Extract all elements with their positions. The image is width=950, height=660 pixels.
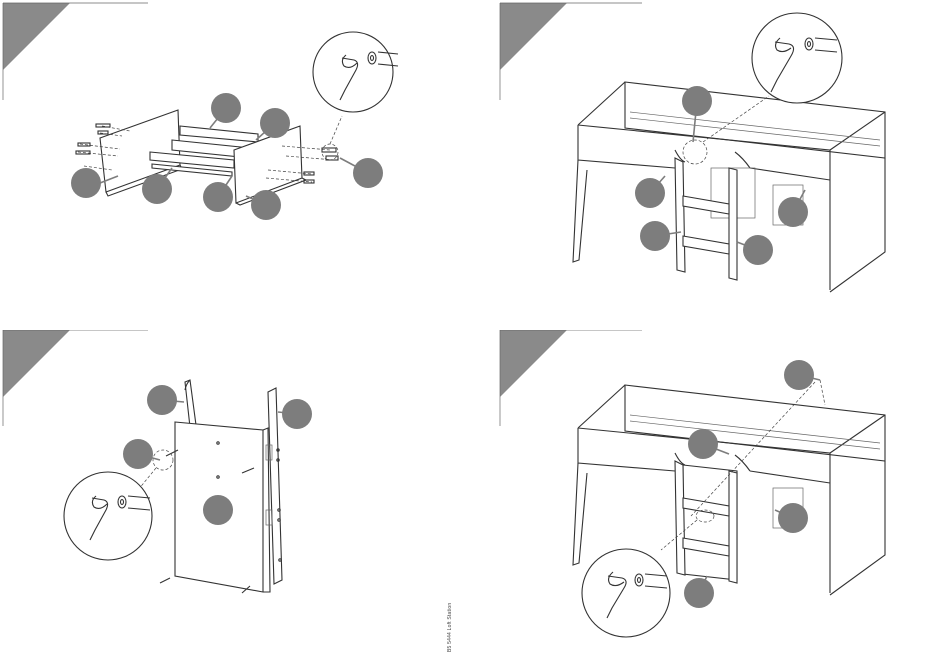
right-ladder-rail — [268, 388, 282, 584]
left-ladder-rail — [185, 380, 196, 427]
step-4-panel — [475, 330, 950, 660]
step-1-panel — [0, 0, 475, 330]
allen-key-detail — [64, 472, 152, 560]
front-panel-with-ladder — [675, 461, 737, 583]
step-2-panel — [475, 0, 950, 330]
allen-key-detail — [582, 549, 670, 637]
allen-key-detail — [313, 32, 398, 112]
ladder — [675, 158, 737, 280]
step-corner-marker — [500, 3, 567, 70]
allen-key-detail — [752, 13, 842, 103]
step-corner-marker — [500, 330, 567, 397]
step-corner-marker — [3, 3, 70, 70]
step-corner-marker — [3, 330, 70, 397]
step-3-panel — [0, 330, 475, 660]
document-side-text: B5 5444 Loft Station — [447, 603, 453, 652]
